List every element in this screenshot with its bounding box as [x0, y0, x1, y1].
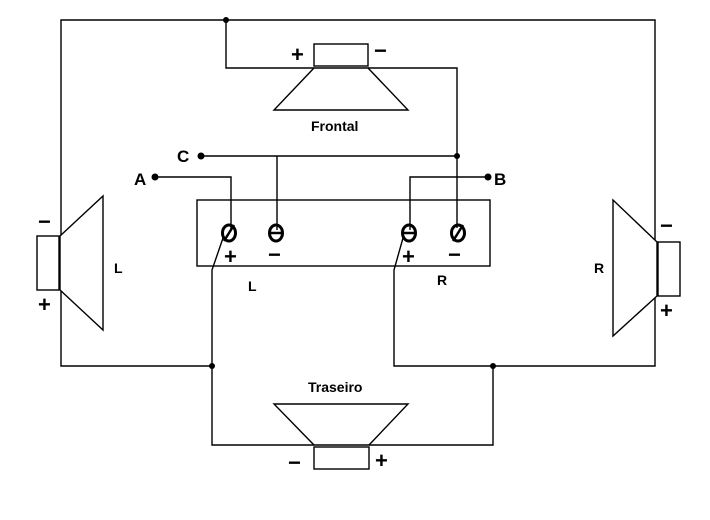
node-labels: C A B [134, 147, 506, 189]
speaker-left-label: L [114, 260, 123, 276]
speaker-right-plus: + [660, 298, 673, 323]
amp-right-minus-sign: − [448, 242, 461, 267]
speaker-front: + − Frontal [272, 38, 410, 134]
junction-dots [151, 17, 496, 369]
node-a-dot [151, 173, 159, 181]
wire-front-minus [368, 67, 458, 156]
speaker-rear-plus: + [375, 448, 388, 473]
speaker-right: − + R [594, 198, 681, 338]
speaker-left-minus: − [38, 209, 51, 234]
junction-top [223, 17, 229, 23]
amplifier-box [196, 199, 491, 267]
wire-left-speaker-minus [60, 290, 212, 367]
terminal-left-plus [221, 223, 237, 243]
terminal-left-minus [268, 223, 284, 243]
speaker-left-magnet [36, 235, 60, 291]
wire-rear-plus [369, 366, 494, 446]
node-a-label: A [134, 170, 146, 189]
speaker-front-magnet [313, 43, 369, 67]
speaker-front-cone [272, 67, 410, 111]
node-c-label: C [177, 147, 189, 166]
junction-rear-left [209, 363, 215, 369]
speaker-rear-cone [272, 403, 410, 446]
wire-front-plus [225, 20, 314, 69]
speaker-right-minus: − [660, 213, 673, 238]
terminal-right-minus [450, 223, 466, 243]
speaker-front-plus: + [291, 42, 304, 67]
speaker-right-magnet [657, 241, 681, 297]
speaker-right-label: R [594, 260, 604, 276]
speaker-left-plus: + [38, 292, 51, 317]
speaker-front-minus: − [374, 38, 387, 63]
junction-front-minus [454, 153, 460, 159]
wire-left-plus-down [211, 237, 224, 366]
amp-right-label: R [437, 272, 447, 288]
amp-right-plus-sign: + [402, 244, 415, 269]
speaker-rear-magnet [313, 446, 370, 470]
speaker-left: − + L [36, 194, 123, 332]
wire-right-plus-down [393, 237, 493, 367]
amp-left-label: L [248, 278, 257, 294]
speaker-left-cone [59, 194, 104, 332]
speaker-right-cone [612, 198, 658, 338]
wire-a [155, 176, 232, 230]
wires [60, 19, 656, 446]
speaker-front-label: Frontal [311, 118, 358, 134]
speaker-rear-minus: − [288, 450, 301, 475]
node-b-label: B [494, 170, 506, 189]
wire-top-loop [60, 19, 656, 242]
junction-rear-right [490, 363, 496, 369]
speaker-rear-label: Traseiro [308, 379, 362, 395]
amp-left-plus-sign: + [224, 244, 237, 269]
node-b-dot [484, 173, 492, 181]
speaker-rear: − + Traseiro [272, 379, 410, 475]
wire-b [409, 176, 488, 230]
amplifier: + − + − L R [196, 199, 491, 294]
wire-rear-minus [211, 366, 314, 446]
terminal-right-plus [401, 223, 417, 243]
node-c-dot [197, 152, 205, 160]
amp-left-minus-sign: − [268, 242, 281, 267]
wire-right-speaker-plus [493, 294, 656, 367]
